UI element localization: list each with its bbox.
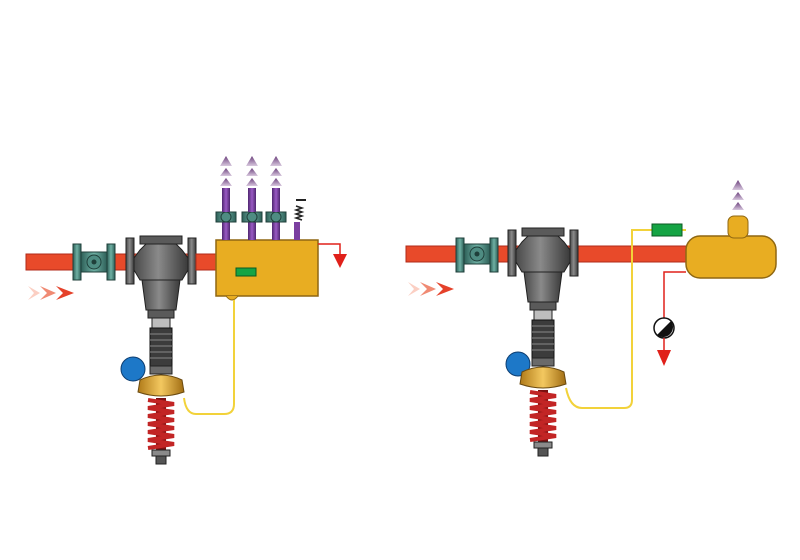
flow-chevron-icon xyxy=(436,282,454,296)
down-arrow-drain-icon xyxy=(333,254,347,268)
flanged-valve xyxy=(455,237,499,273)
receiver-tank xyxy=(685,215,777,279)
left-system xyxy=(25,156,347,465)
up-arrow-vent-icon xyxy=(270,156,282,166)
flow-chevron-icon xyxy=(408,282,420,296)
up-arrow-vent-icon xyxy=(246,156,258,166)
drain-arrow xyxy=(318,243,347,268)
drain-arrow xyxy=(653,271,686,366)
flanged-valve xyxy=(72,243,116,281)
blue-actuator-ball xyxy=(505,351,531,377)
flow-arrows xyxy=(408,282,454,296)
up-arrow-vent-icon xyxy=(732,180,744,190)
right-system xyxy=(405,180,777,457)
adjustment-spring xyxy=(529,390,557,457)
strainer-body xyxy=(125,235,197,319)
relief-valve xyxy=(293,199,306,240)
green-sensor xyxy=(631,223,686,240)
control-head xyxy=(137,365,185,397)
up-arrow-vent-icon xyxy=(270,168,282,176)
blue-actuator-ball xyxy=(120,356,146,382)
up-arrow-vent-icon xyxy=(220,156,232,166)
flow-chevron-icon xyxy=(420,282,436,296)
down-arrow-drain-icon xyxy=(657,350,671,366)
level-indicator xyxy=(235,267,257,277)
up-arrow-vent-icon xyxy=(220,178,232,186)
up-arrow-vent-icon xyxy=(270,178,282,186)
flow-arrows xyxy=(28,286,74,300)
up-arrow-vent-icon xyxy=(220,168,232,176)
up-arrow-vent-icon xyxy=(732,202,744,210)
sensing-line xyxy=(183,300,235,415)
flow-chevron-icon xyxy=(40,286,56,300)
vent-arrows xyxy=(220,156,282,186)
up-arrow-vent-icon xyxy=(246,168,258,176)
flow-chevron-icon xyxy=(56,286,74,300)
control-head xyxy=(519,357,567,389)
vent-arrows xyxy=(732,180,744,210)
pressure-actuator xyxy=(505,309,555,377)
strainer-body xyxy=(507,227,579,311)
up-arrow-vent-icon xyxy=(246,178,258,186)
manifold-tank xyxy=(215,239,319,301)
adjustment-spring xyxy=(147,398,175,465)
outlet-valves xyxy=(215,188,306,240)
up-arrow-vent-icon xyxy=(732,192,744,200)
flow-chevron-icon xyxy=(28,286,40,300)
sensing-line xyxy=(565,240,633,409)
half-filled-gauge-icon xyxy=(653,317,675,339)
